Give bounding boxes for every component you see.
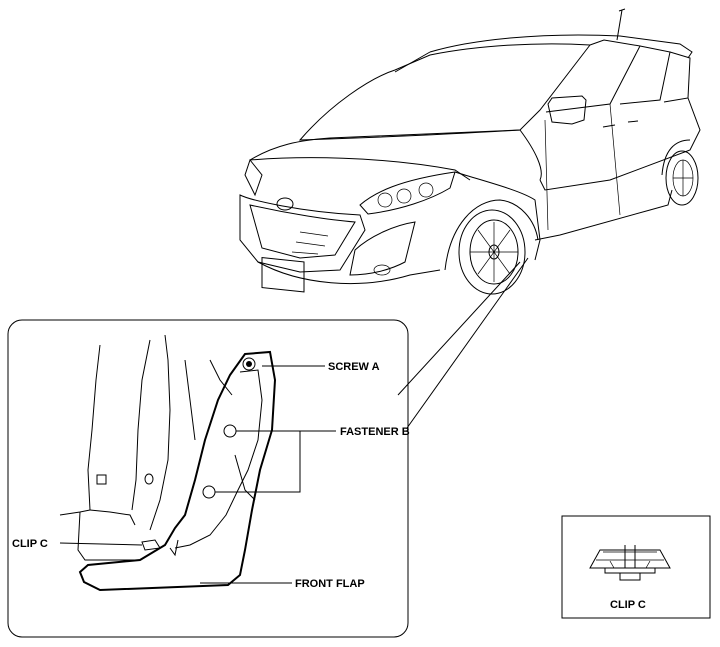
clip-c-marker [141,539,161,551]
screw-a-marker [242,357,256,371]
wheel-arch [444,199,539,271]
detail-view: SCREW A FASTENER B CLIP C FRONT FLAP [7,319,410,638]
leader-line-right [406,257,529,429]
clip-flange [604,567,656,574]
grille [249,204,356,259]
rocker-panel [534,189,673,241]
clip-c-leader [59,542,143,546]
clip-c-inset: CLIP C [561,515,711,619]
fog-light-housing [349,221,416,276]
headlight [359,171,456,215]
antenna [616,8,626,41]
clip-head [589,549,671,569]
fastener-b-upper [223,424,237,438]
label-clip-c: CLIP C [12,538,48,550]
door-lines [544,103,621,231]
body-edge-2 [131,339,151,511]
body-side-top [539,97,701,191]
hood [249,129,542,181]
clip-stem [619,573,641,581]
round-hole [144,473,154,485]
car-illustration [239,8,701,295]
front-flap [78,350,277,592]
rear-wheel [665,150,699,206]
side-mirror [547,95,587,125]
fastener-b-leader [215,430,301,493]
door-handles [602,120,639,128]
fastener-b-lower [202,485,216,499]
front-side-window [545,39,641,113]
leader-line-left [397,261,521,396]
windshield [298,43,591,141]
body-edge-1 [87,344,101,511]
license-plate [261,256,305,293]
car-roof [429,34,693,59]
body-edge-3 [149,334,171,531]
label-screw-a: SCREW A [328,361,380,373]
label-front-flap: FRONT FLAP [295,578,365,590]
label-fastener-b: FASTENER B [340,426,410,438]
fog-light [373,264,391,276]
detail-frame [7,319,409,638]
front-wheel [458,209,526,295]
front-fender [454,171,541,261]
inset-label-clip-c: CLIP C [610,599,646,611]
emblem [276,197,294,211]
inset-frame [561,515,711,619]
square-hole [96,474,107,485]
rear-side-window [619,45,671,105]
front-bumper [239,194,366,273]
flap-inner-edge [174,369,263,549]
